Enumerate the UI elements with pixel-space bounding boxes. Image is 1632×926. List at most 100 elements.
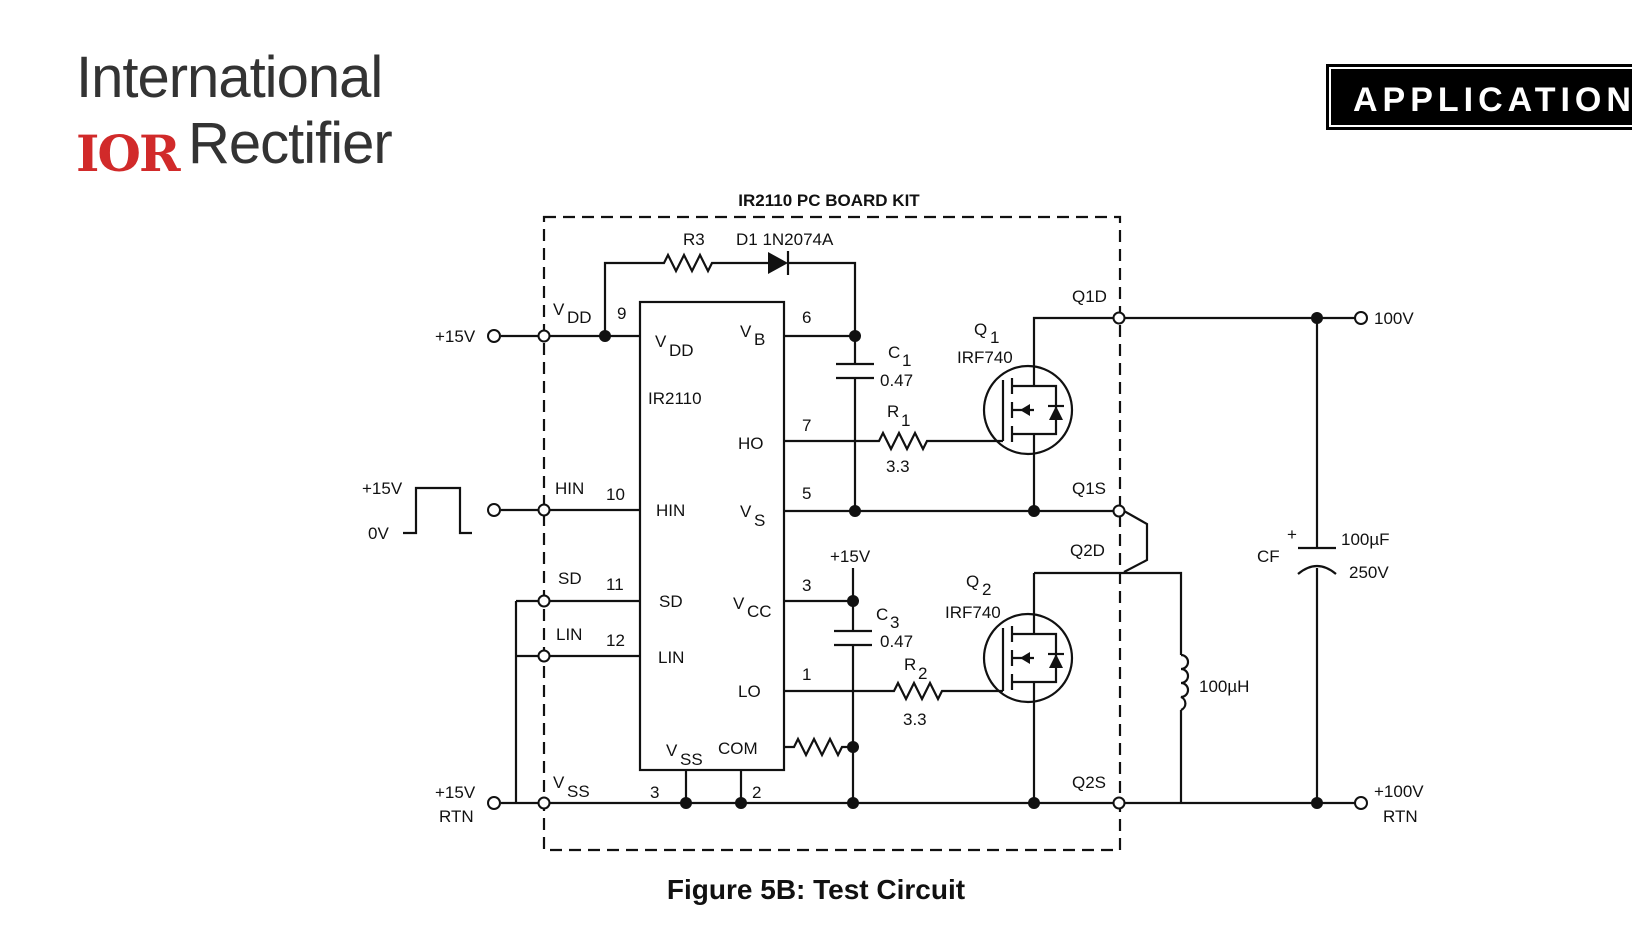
com-pin-node-dot	[735, 797, 747, 809]
pin-number-5: 5	[802, 484, 811, 503]
c3-sub: 3	[890, 613, 899, 632]
r1-label: R	[887, 402, 899, 421]
vb-node-dot	[849, 330, 861, 342]
q2-drain-inductor-wire	[1034, 571, 1183, 803]
q1-part: IRF740	[957, 348, 1013, 367]
vcc-pin-label: V	[733, 594, 745, 613]
q1-label: Q	[974, 320, 987, 339]
q2-sub: 2	[982, 580, 991, 599]
c3-label: C	[876, 605, 888, 624]
q1d-label: Q1D	[1072, 287, 1107, 306]
vss-pin-sub: SS	[680, 750, 703, 769]
rtn100-label-b: RTN	[1383, 807, 1418, 826]
com-resistor	[784, 736, 853, 758]
logo-line-rectifier: IOR Rectifier	[76, 110, 396, 183]
hin-input-terminal	[487, 503, 501, 517]
r2-sub: 2	[918, 664, 927, 683]
cf-label: CF	[1257, 547, 1280, 566]
sd-outer-label: SD	[558, 569, 582, 588]
vss-node-dot	[680, 797, 692, 809]
q2s-terminal	[1112, 796, 1126, 810]
vb-to-c1-wire	[784, 334, 857, 511]
vdd-outer-label: V	[553, 300, 565, 319]
logo-text-international: International	[76, 45, 383, 110]
hin-kit-terminal	[537, 503, 551, 517]
ir2110-ic-body	[638, 300, 786, 772]
mosfet-q1-symbol	[982, 336, 1074, 511]
cf-plate-bottom	[1297, 564, 1337, 575]
q2s-label: Q2S	[1072, 773, 1106, 792]
pc-board-kit-boundary	[542, 215, 1122, 852]
rtn15-label-b: RTN	[439, 807, 474, 826]
com-pin-label: COM	[718, 739, 758, 758]
bootstrap-path	[603, 252, 857, 336]
pin-number-1: 1	[802, 665, 811, 684]
pin-number-12: 12	[606, 631, 625, 650]
terminal-100v-rtn	[1354, 796, 1368, 810]
cf-plus: +	[1287, 525, 1297, 544]
pin-number-3-vcc: 3	[802, 576, 811, 595]
supply-15v-label: +15V	[435, 327, 476, 346]
hv-return-node-dot	[1311, 797, 1323, 809]
logo-text-rectifier: Rectifier	[188, 111, 393, 176]
q1-drain-wire	[1032, 316, 1119, 336]
com-node-dot	[847, 741, 859, 753]
q2-part: IRF740	[945, 603, 1001, 622]
vss-kit-terminal	[537, 796, 551, 810]
vb-pin-sub: B	[754, 330, 765, 349]
terminal-100v	[1354, 311, 1368, 325]
hv-node-dot	[1311, 312, 1323, 324]
cf-value-2: 250V	[1349, 563, 1389, 582]
vb-pin-label: V	[740, 322, 752, 341]
figure-caption: Figure 5B: Test Circuit	[666, 874, 966, 905]
pin-number-3-vss: 3	[650, 783, 659, 802]
q1s-terminal	[1112, 504, 1126, 518]
pulse-high-label: +15V	[362, 479, 403, 498]
application-note-banner: APPLICATION N	[1326, 64, 1632, 130]
capacitor-c3-symbol	[834, 629, 872, 647]
sd-lin-return-wire	[514, 599, 640, 803]
sd-pin-label: SD	[659, 592, 683, 611]
c1-value: 0.47	[880, 371, 913, 390]
c3-value: 0.47	[880, 632, 913, 651]
q2-label: Q	[966, 572, 979, 591]
vcc-pin-sub: CC	[747, 602, 772, 621]
r2-label: R	[904, 655, 916, 674]
ic-name-label: IR2110	[648, 389, 702, 408]
c1-label: C	[888, 343, 900, 362]
r2-value: 3.3	[903, 710, 927, 729]
r3-label: R3	[683, 230, 705, 249]
jumper-q1s-q2d	[1123, 510, 1149, 573]
vdd-pin-label: V	[655, 332, 667, 351]
vdd-pin-sub: DD	[669, 341, 694, 360]
pin-number-10: 10	[606, 485, 625, 504]
rtn-15v-terminal	[487, 796, 501, 810]
pin-number-7: 7	[802, 416, 811, 435]
q2d-label: Q2D	[1070, 541, 1105, 560]
lo-gate-wire	[784, 680, 1003, 702]
vs-pin-label: V	[740, 502, 752, 521]
kit-title: IR2110 PC BOARD KIT	[738, 191, 920, 210]
vcc-supply-label: +15V	[830, 547, 871, 566]
inductor-value: 100µH	[1199, 677, 1249, 696]
diode-d1-symbol	[768, 252, 788, 274]
pin-number-6: 6	[802, 308, 811, 327]
vcc-node-dot	[847, 595, 859, 607]
vss-pin-label: V	[666, 741, 678, 760]
vs-pin-sub: S	[754, 511, 765, 530]
vdd-outer-sub: DD	[567, 308, 592, 327]
supply-15v-terminal	[487, 329, 501, 343]
lin-outer-label: LIN	[556, 625, 582, 644]
inductor-symbol	[1180, 653, 1190, 712]
lin-pin-label: LIN	[658, 648, 684, 667]
vcc-wire	[784, 568, 855, 803]
lin-kit-terminal	[537, 649, 551, 663]
vdd-kit-terminal	[537, 329, 551, 343]
mosfet-q2-symbol	[982, 573, 1074, 803]
q1s-label: Q1S	[1072, 479, 1106, 498]
pulse-low-label: 0V	[368, 524, 389, 543]
ho-gate-wire	[784, 430, 1003, 452]
vss-outer-label: V	[553, 773, 565, 792]
q1-sub: 1	[990, 328, 999, 347]
